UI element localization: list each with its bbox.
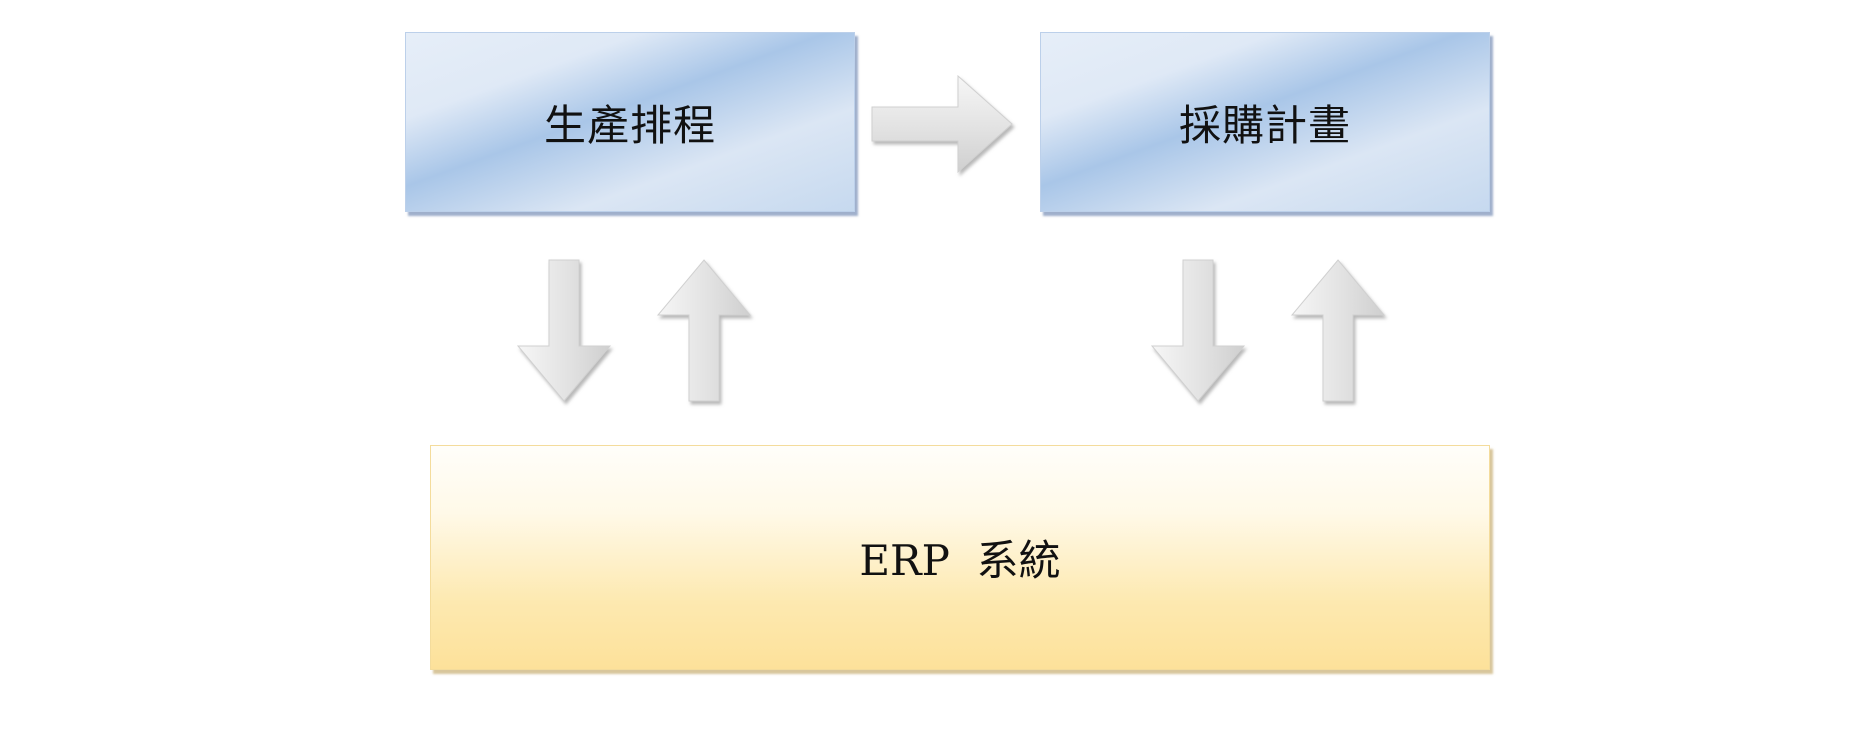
arrow-down-icon	[516, 259, 612, 402]
node-production-schedule-label: 生產排程	[543, 100, 716, 150]
arrow-right-icon	[871, 74, 1013, 174]
arrow-up-icon	[656, 259, 752, 402]
node-erp-system-label: ERP 系統	[859, 536, 1061, 585]
arrow-down-icon	[1150, 259, 1246, 402]
node-purchase-plan: 採購計畫	[1040, 32, 1490, 212]
node-production-schedule: 生產排程	[405, 32, 855, 212]
node-erp-system: ERP 系統	[430, 445, 1490, 670]
node-purchase-plan-label: 採購計畫	[1178, 100, 1351, 150]
arrow-up-icon	[1290, 259, 1386, 402]
